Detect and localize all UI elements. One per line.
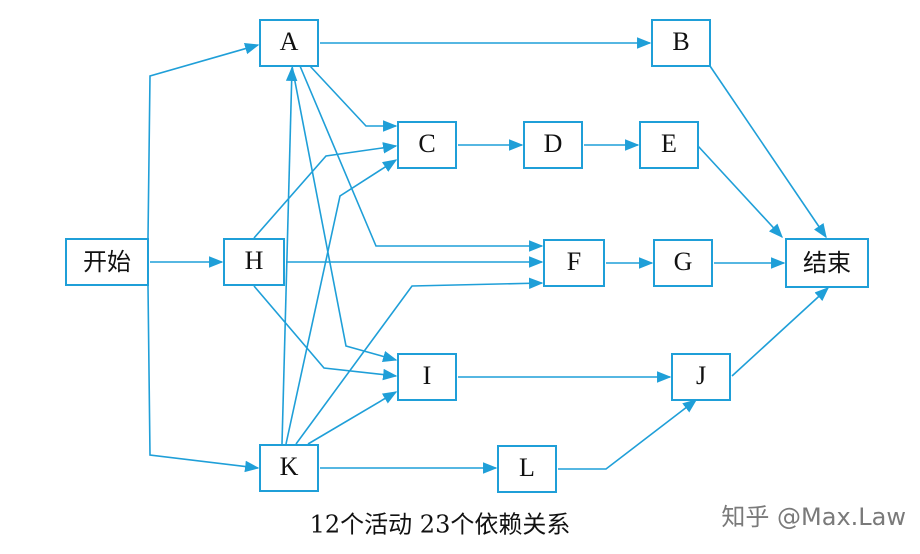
node-label-c: C — [418, 129, 435, 158]
node-l: L — [497, 445, 557, 493]
edges-layer — [147, 37, 830, 474]
node-a: A — [259, 19, 319, 67]
node-label-i: I — [423, 361, 432, 390]
node-box-h — [223, 238, 285, 286]
node-box-a — [259, 19, 319, 67]
node-h: H — [223, 238, 285, 286]
node-label-end: 结束 — [803, 249, 851, 277]
node-label-b: B — [672, 27, 689, 56]
edge-a-to-f — [299, 65, 544, 252]
node-box-end — [785, 238, 869, 288]
edge-b-to-end — [709, 65, 827, 239]
node-end: 结束 — [785, 238, 869, 288]
node-label-j: J — [696, 361, 706, 390]
edge-start-to-k — [147, 285, 260, 473]
edge-h-to-i — [253, 285, 398, 381]
node-g: G — [653, 239, 713, 287]
node-box-j — [671, 353, 731, 401]
node-i: I — [397, 353, 457, 401]
node-label-f: F — [567, 247, 581, 276]
node-c: C — [397, 121, 457, 169]
node-box-d — [523, 121, 583, 169]
edge-h-to-c — [253, 142, 398, 239]
node-box-g — [653, 239, 713, 287]
node-box-start — [65, 238, 149, 286]
node-label-d: D — [544, 129, 563, 158]
node-label-start: 开始 — [83, 248, 131, 276]
nodes-layer: 开始 A B C D E F G H I J K L 结束 — [65, 19, 869, 493]
node-d: D — [523, 121, 583, 169]
node-label-h: H — [245, 246, 264, 275]
node-label-a: A — [280, 27, 299, 56]
edge-start-to-a — [147, 43, 260, 239]
node-box-b — [651, 19, 711, 67]
node-b: B — [651, 19, 711, 67]
node-box-f — [543, 239, 605, 287]
node-box-l — [497, 445, 557, 493]
edge-l-to-j — [558, 399, 698, 470]
node-k: K — [259, 444, 319, 492]
edge-k-to-c — [285, 159, 398, 445]
edge-k-to-f — [295, 277, 544, 445]
edge-k-to-i — [307, 391, 398, 445]
node-label-l: L — [519, 453, 535, 482]
edge-a-to-i — [291, 65, 398, 363]
node-label-e: E — [661, 129, 677, 158]
edge-k-to-a — [281, 66, 298, 445]
edge-a-to-c — [309, 65, 398, 132]
edge-e-to-end — [697, 145, 783, 239]
node-f: F — [543, 239, 605, 287]
edge-j-to-end — [731, 287, 830, 377]
node-box-c — [397, 121, 457, 169]
node-box-i — [397, 353, 457, 401]
node-j: J — [671, 353, 731, 401]
node-box-e — [639, 121, 699, 169]
watermark: 知乎 @Max.Law — [721, 503, 906, 531]
node-box-k — [259, 444, 319, 492]
caption: 12个活动 23个依赖关系 — [310, 511, 571, 539]
node-start: 开始 — [65, 238, 149, 286]
node-label-k: K — [280, 452, 299, 481]
node-label-g: G — [674, 247, 693, 276]
node-e: E — [639, 121, 699, 169]
